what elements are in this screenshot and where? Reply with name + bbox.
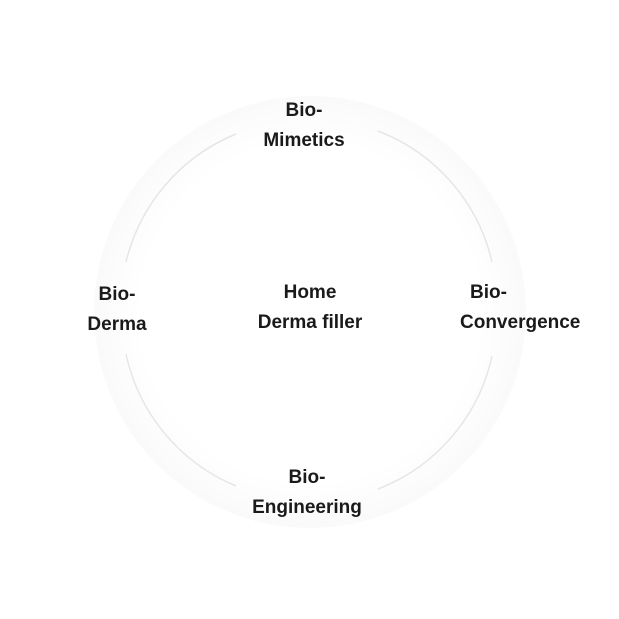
ring-arc-top-right: [377, 130, 493, 263]
node-top-line1: Bio-: [285, 100, 323, 121]
center-label: Home Derma filler: [220, 278, 400, 338]
node-bio-convergence: Bio- Convergence: [460, 278, 610, 338]
node-right-line2: Convergence: [460, 312, 581, 333]
node-left-line2: Derma: [87, 314, 147, 335]
node-bio-derma: Bio- Derma: [62, 280, 172, 340]
ring-arc-bottom-right: [377, 355, 493, 490]
ring-arc-bottom-left: [125, 353, 237, 487]
center-line2: Derma filler: [257, 312, 363, 333]
node-right-line1: Bio-: [470, 282, 507, 303]
node-left-line1: Bio-: [98, 284, 136, 305]
node-bio-mimetics: Bio- Mimetics: [239, 96, 369, 156]
node-top-line2: Mimetics: [263, 130, 345, 151]
ring-arc-top-left: [125, 133, 237, 263]
center-disc: [180, 182, 440, 442]
node-bio-engineering: Bio- Engineering: [232, 463, 382, 523]
node-bottom-line1: Bio-: [288, 467, 326, 488]
node-bottom-line2: Engineering: [252, 497, 362, 518]
center-line1: Home: [283, 282, 337, 303]
